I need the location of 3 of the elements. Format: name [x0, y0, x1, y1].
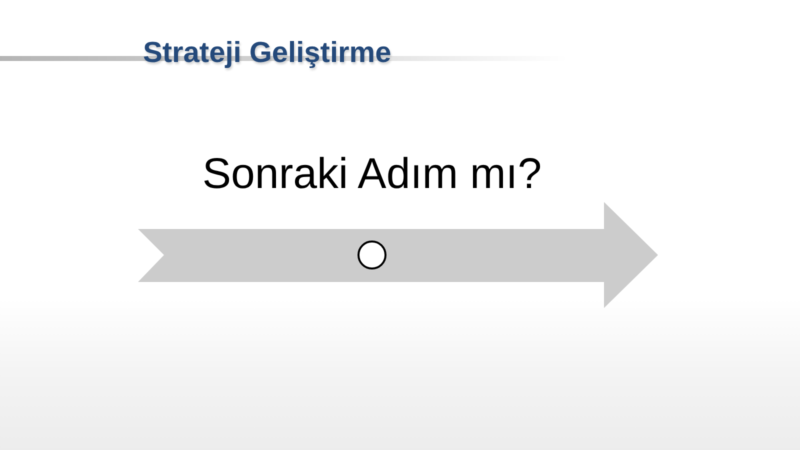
heading: Sonraki Adım mı? [202, 153, 542, 196]
circle-icon [357, 240, 387, 270]
slide-title: Strateji Geliştirme [143, 39, 392, 68]
